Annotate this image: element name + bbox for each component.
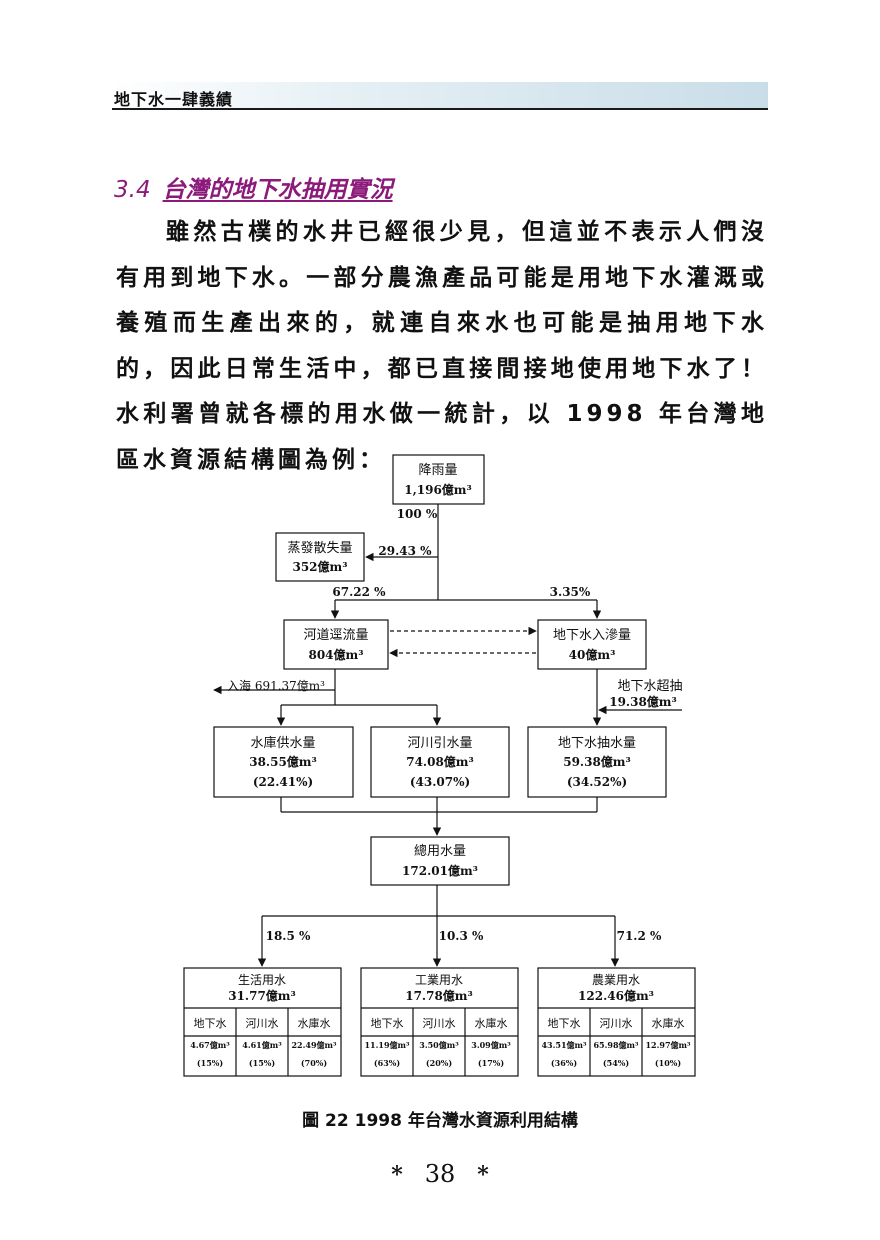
table-cell-pct: (20%) — [426, 1058, 453, 1068]
rainfall-value: 1,196億m³ — [404, 482, 472, 497]
table-col-header: 水庫水 — [652, 1016, 685, 1030]
groundwater-label: 地下水抽水量 — [558, 736, 636, 751]
reservoir-value: 38.55億m³ — [249, 754, 317, 769]
table-cell-value: 65.98億m³ — [593, 1040, 639, 1050]
total-value: 172.01億m³ — [402, 863, 478, 878]
overdraft-value: 19.38億m³ — [609, 694, 677, 709]
agri-value: 122.46億m³ — [578, 988, 654, 1003]
header-bar — [112, 82, 768, 108]
running-header: 地下水一肆義績 — [114, 90, 234, 109]
body-paragraph: 雖然古樸的水井已經很少見，但這並不表示人們沒有用到地下水。一部分農漁產品可能是用… — [116, 219, 768, 473]
figure-label: 圖 22 — [302, 1111, 349, 1131]
table-col-header: 水庫水 — [298, 1016, 331, 1030]
reservoir-label: 水庫供水量 — [250, 736, 315, 751]
recharge-label: 地下水入滲量 — [553, 628, 631, 643]
overdraft-label: 地下水超抽 — [617, 679, 682, 694]
table-cell-pct: (36%) — [551, 1058, 578, 1068]
reservoir-pct: (22.41%) — [253, 775, 313, 789]
section-number: 3.4 — [114, 177, 151, 203]
river-intake-box — [370, 726, 510, 798]
runoff-pct: 67.22 % — [332, 585, 386, 599]
table-cell-value: 4.61億m³ — [242, 1040, 282, 1050]
total-label: 總用水量 — [414, 843, 466, 859]
table-col-header: 河川水 — [600, 1017, 633, 1030]
table-cell-pct: (10%) — [655, 1058, 682, 1068]
section-title: 台灣的地下水抽用實況 — [162, 177, 393, 203]
table-cell-pct: (70%) — [301, 1058, 328, 1068]
river-pct: (43.07%) — [410, 775, 470, 789]
evaporation-box — [275, 532, 365, 582]
footer-star-left: * — [391, 1162, 403, 1188]
flow-connectors — [213, 504, 682, 967]
reservoir-supply-box — [213, 726, 354, 798]
table-grid-lines — [184, 1007, 695, 1076]
evaporation-value: 352億m³ — [292, 559, 347, 574]
table-col-header: 水庫水 — [475, 1016, 508, 1030]
river-label: 河川引水量 — [407, 736, 472, 751]
footer-star-right: * — [477, 1162, 489, 1188]
table-cell-pct: (54%) — [603, 1058, 630, 1068]
table-col-header: 地下水 — [194, 1017, 227, 1030]
page-footer: * 38 * — [0, 1160, 880, 1188]
rainfall-label: 降雨量 — [418, 463, 457, 478]
agri-label: 農業用水 — [592, 973, 640, 987]
header-rule — [112, 108, 768, 110]
groundwater-pct: (34.52%) — [567, 775, 627, 789]
table-cell-value: 11.19億m³ — [364, 1040, 410, 1050]
runoff-box — [283, 619, 389, 670]
agricultural-table — [537, 967, 696, 1077]
industrial-label: 工業用水 — [415, 973, 463, 987]
domestic-table — [183, 967, 342, 1077]
table-cell-value: 12.97億m³ — [645, 1040, 691, 1050]
figure-caption: 圖 22 1998 年台灣水資源利用結構 — [0, 1106, 880, 1131]
table-cell-value: 3.09億m³ — [471, 1040, 511, 1050]
evap-pct: 29.43 % — [378, 544, 432, 558]
table-cell-value: 43.51億m³ — [541, 1040, 587, 1050]
rain-pct: 100 % — [397, 507, 438, 521]
recharge-value: 40億m³ — [569, 647, 616, 662]
recharge-pct: 3.35% — [550, 585, 591, 599]
industrial-table — [360, 967, 519, 1077]
domestic-value: 31.77億m³ — [228, 988, 296, 1003]
agri-pct: 71.2 % — [617, 929, 662, 943]
figure-title: 1998 年台灣水資源利用結構 — [354, 1111, 578, 1131]
recharge-box — [537, 619, 647, 670]
table-cell-value: 3.50億m³ — [419, 1040, 459, 1050]
industrial-pct: 10.3 % — [439, 929, 484, 943]
table-cell-pct: (15%) — [249, 1058, 276, 1068]
table-col-header: 地下水 — [371, 1017, 404, 1030]
table-cell-pct: (15%) — [197, 1058, 224, 1068]
domestic-pct: 18.5 % — [266, 929, 311, 943]
table-col-header: 河川水 — [423, 1017, 456, 1030]
to-sea-label: 入海 691.37億m³ — [227, 678, 325, 693]
total-use-box — [370, 836, 510, 886]
domestic-label: 生活用水 — [238, 973, 286, 987]
table-cell-value: 4.67億m³ — [190, 1040, 230, 1050]
table-col-header: 河川水 — [246, 1017, 279, 1030]
runoff-value: 804億m³ — [308, 647, 363, 662]
table-cell-value: 22.49億m³ — [291, 1040, 337, 1050]
page-number: 38 — [424, 1160, 456, 1188]
river-value: 74.08億m³ — [406, 754, 474, 769]
industrial-value: 17.78億m³ — [405, 988, 473, 1003]
table-col-header: 地下水 — [548, 1017, 581, 1030]
table-cell-pct: (63%) — [374, 1058, 401, 1068]
evaporation-label: 蒸發散失量 — [287, 541, 352, 556]
runoff-label: 河道逕流量 — [303, 628, 368, 643]
groundwater-value: 59.38億m³ — [563, 754, 631, 769]
table-cell-pct: (17%) — [478, 1058, 505, 1068]
section-heading: 3.4 台灣的地下水抽用實況 — [114, 170, 393, 204]
